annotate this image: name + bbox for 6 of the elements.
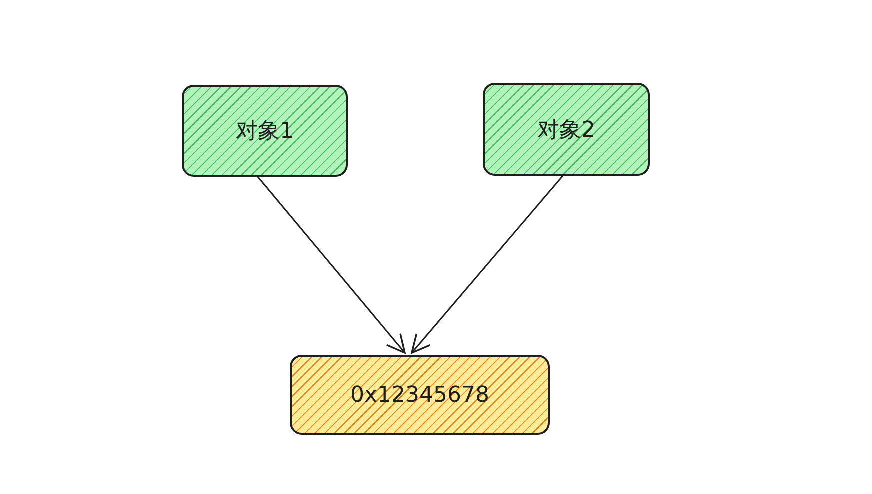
arrow [257, 176, 406, 354]
node-label: 对象1 [236, 118, 294, 146]
node-label: 对象2 [538, 116, 596, 144]
process-box [182, 85, 348, 177]
arrow [411, 176, 564, 354]
process-box [483, 83, 650, 176]
